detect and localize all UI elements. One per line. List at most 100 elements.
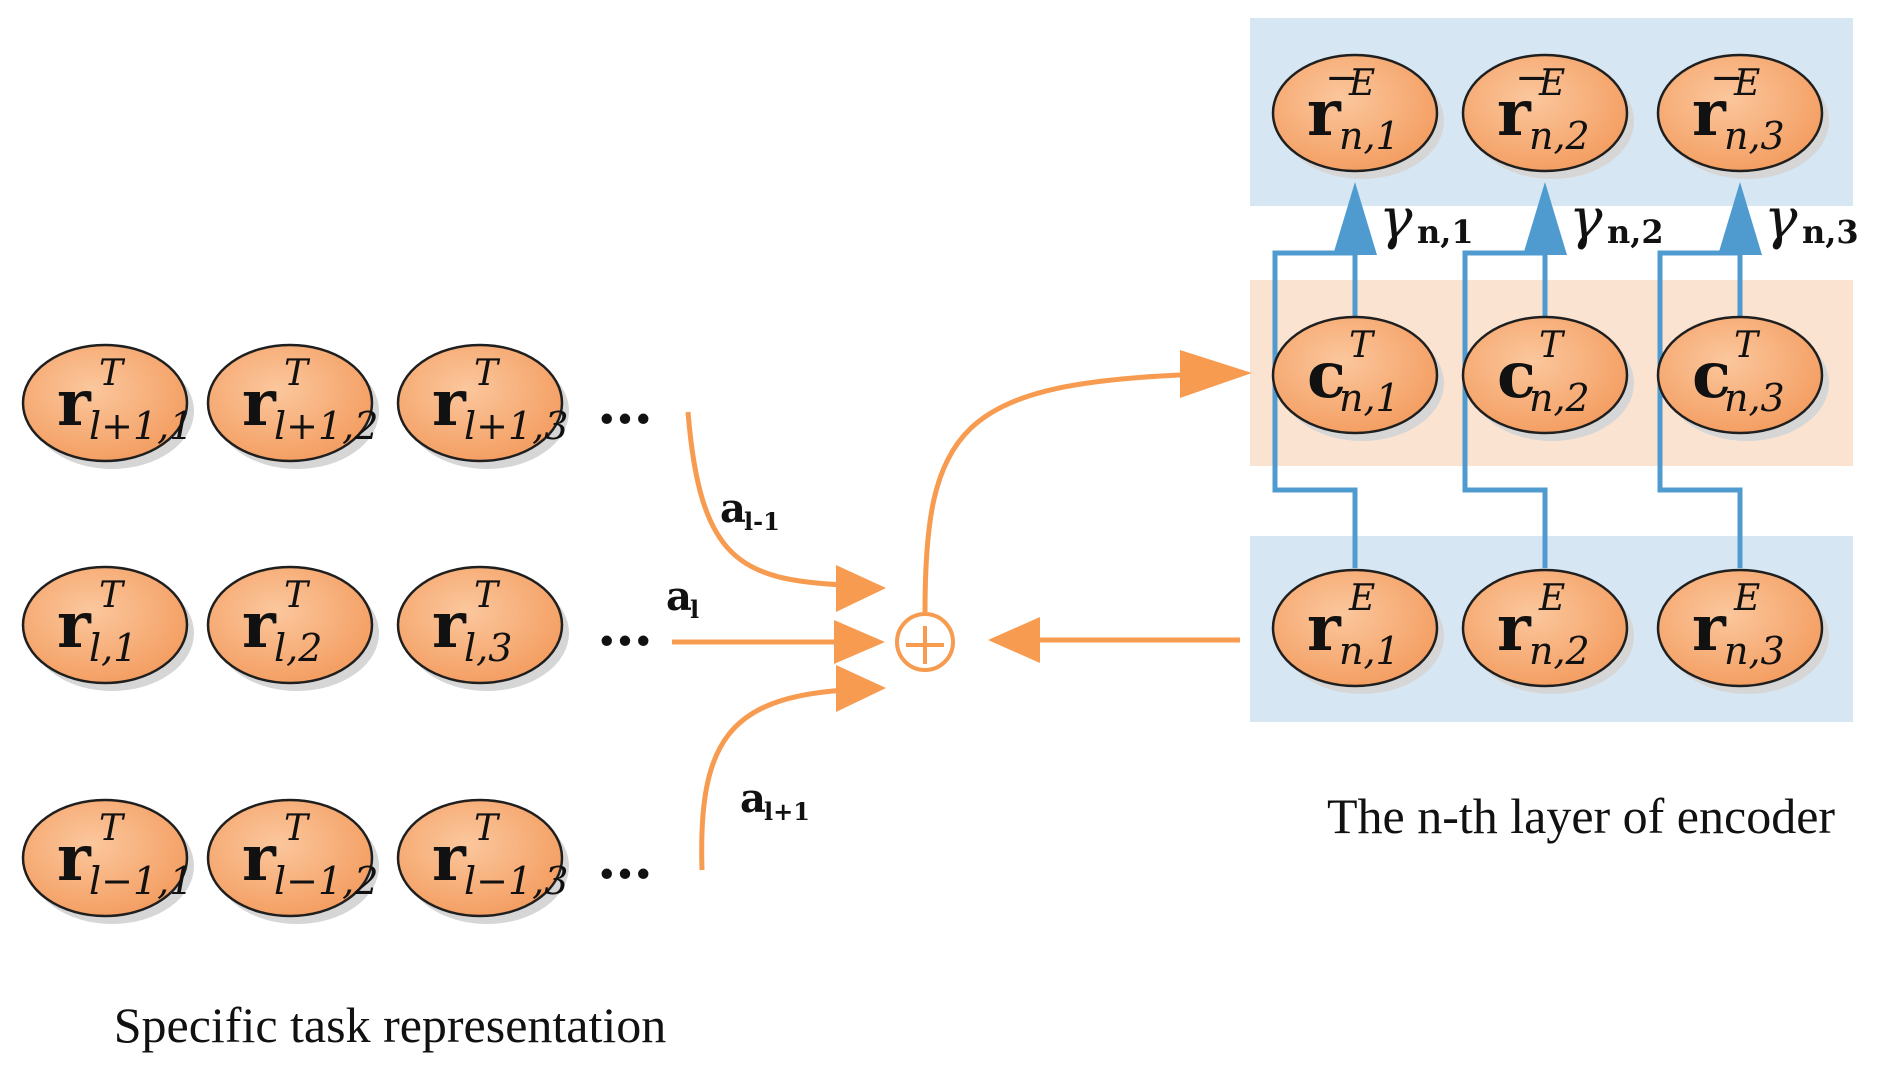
node-symbol: r — [1497, 76, 1532, 151]
node-ellipse — [1271, 568, 1439, 688]
node-superscript: T — [99, 353, 126, 394]
node-superscript: E — [1733, 578, 1760, 619]
weight-label: al-1 — [720, 485, 780, 536]
node-ellipse — [396, 565, 564, 685]
node-ellipse — [1656, 568, 1824, 688]
encoder-node: r−En,1 — [1271, 53, 1444, 179]
node-symbol: r — [1497, 591, 1532, 666]
node-superscript: E — [1348, 578, 1375, 619]
encoder-node: r−En,2 — [1461, 53, 1634, 179]
weight-base: a — [740, 775, 766, 822]
node-subscript: l,2 — [274, 626, 322, 670]
row-ellipsis: … — [597, 826, 653, 892]
node-symbol: r — [432, 821, 467, 896]
node-symbol: r — [242, 366, 277, 441]
node-symbol: c — [1497, 338, 1536, 413]
node-superscript: T — [284, 353, 311, 394]
encoder-node: r−En,3 — [1656, 53, 1829, 179]
node-subscript: l−1,3 — [464, 859, 568, 903]
gamma-subscript: n,3 — [1802, 213, 1859, 251]
node-symbol: r — [57, 588, 92, 663]
node-subscript: n,3 — [1724, 629, 1785, 673]
node-ellipse — [396, 798, 564, 918]
node-superscript: T — [284, 575, 311, 616]
weight-base: a — [720, 485, 746, 532]
connector-arrowhead — [1718, 182, 1762, 255]
node-ellipse — [1461, 568, 1629, 688]
node-symbol: r — [1307, 591, 1342, 666]
node-subscript: n,2 — [1529, 376, 1590, 420]
gamma-subscript: n,1 — [1417, 213, 1474, 251]
node-superscript: T — [1349, 325, 1376, 366]
node-symbol: r — [1692, 591, 1727, 666]
weight-subscript: l+1 — [764, 797, 810, 826]
sum-operator — [895, 612, 955, 672]
arrowhead-from-encoder — [988, 617, 1040, 663]
node-ellipse — [21, 343, 189, 463]
arrow-from-row-lower — [699, 687, 846, 871]
node-superscript: E — [1733, 63, 1760, 104]
arrow-to-context — [922, 372, 1181, 613]
node-symbol: c — [1692, 338, 1731, 413]
node-accent: − — [1325, 55, 1359, 101]
node-symbol: r — [57, 821, 92, 896]
node-superscript: T — [1734, 325, 1761, 366]
gamma-symbol: γ — [1379, 187, 1413, 252]
node-accent: − — [1710, 55, 1744, 101]
arrowhead-to-context — [1180, 350, 1252, 398]
node-superscript: T — [284, 808, 311, 849]
node-ellipse — [1656, 53, 1824, 173]
weight-subscript: l — [690, 595, 699, 624]
node-symbol: r — [242, 588, 277, 663]
node-ellipse — [396, 343, 564, 463]
node-subscript: n,2 — [1529, 629, 1590, 673]
node-subscript: n,1 — [1339, 114, 1400, 158]
node-subscript: n,1 — [1339, 376, 1400, 420]
node-subscript: l+1,2 — [274, 404, 378, 448]
weight-base: a — [666, 573, 692, 620]
node-ellipse — [1271, 315, 1439, 435]
node-ellipse — [21, 798, 189, 918]
weight-label: al — [666, 573, 699, 624]
node-symbol: r — [1307, 76, 1342, 151]
node-symbol: r — [432, 366, 467, 441]
caption-encoder-layer: The n-th layer of encoder — [1327, 788, 1835, 844]
node-symbol: r — [432, 588, 467, 663]
gamma-subscript: n,2 — [1607, 213, 1664, 251]
node-subscript: n,1 — [1339, 629, 1400, 673]
arrow-from-row-upper — [685, 411, 846, 588]
gamma-symbol: γ — [1569, 187, 1603, 252]
node-symbol: c — [1307, 338, 1346, 413]
node-superscript: T — [474, 575, 501, 616]
node-superscript: T — [99, 575, 126, 616]
row-ellipsis: … — [597, 593, 653, 659]
gamma-symbol: γ — [1764, 187, 1798, 252]
node-ellipse — [21, 565, 189, 685]
